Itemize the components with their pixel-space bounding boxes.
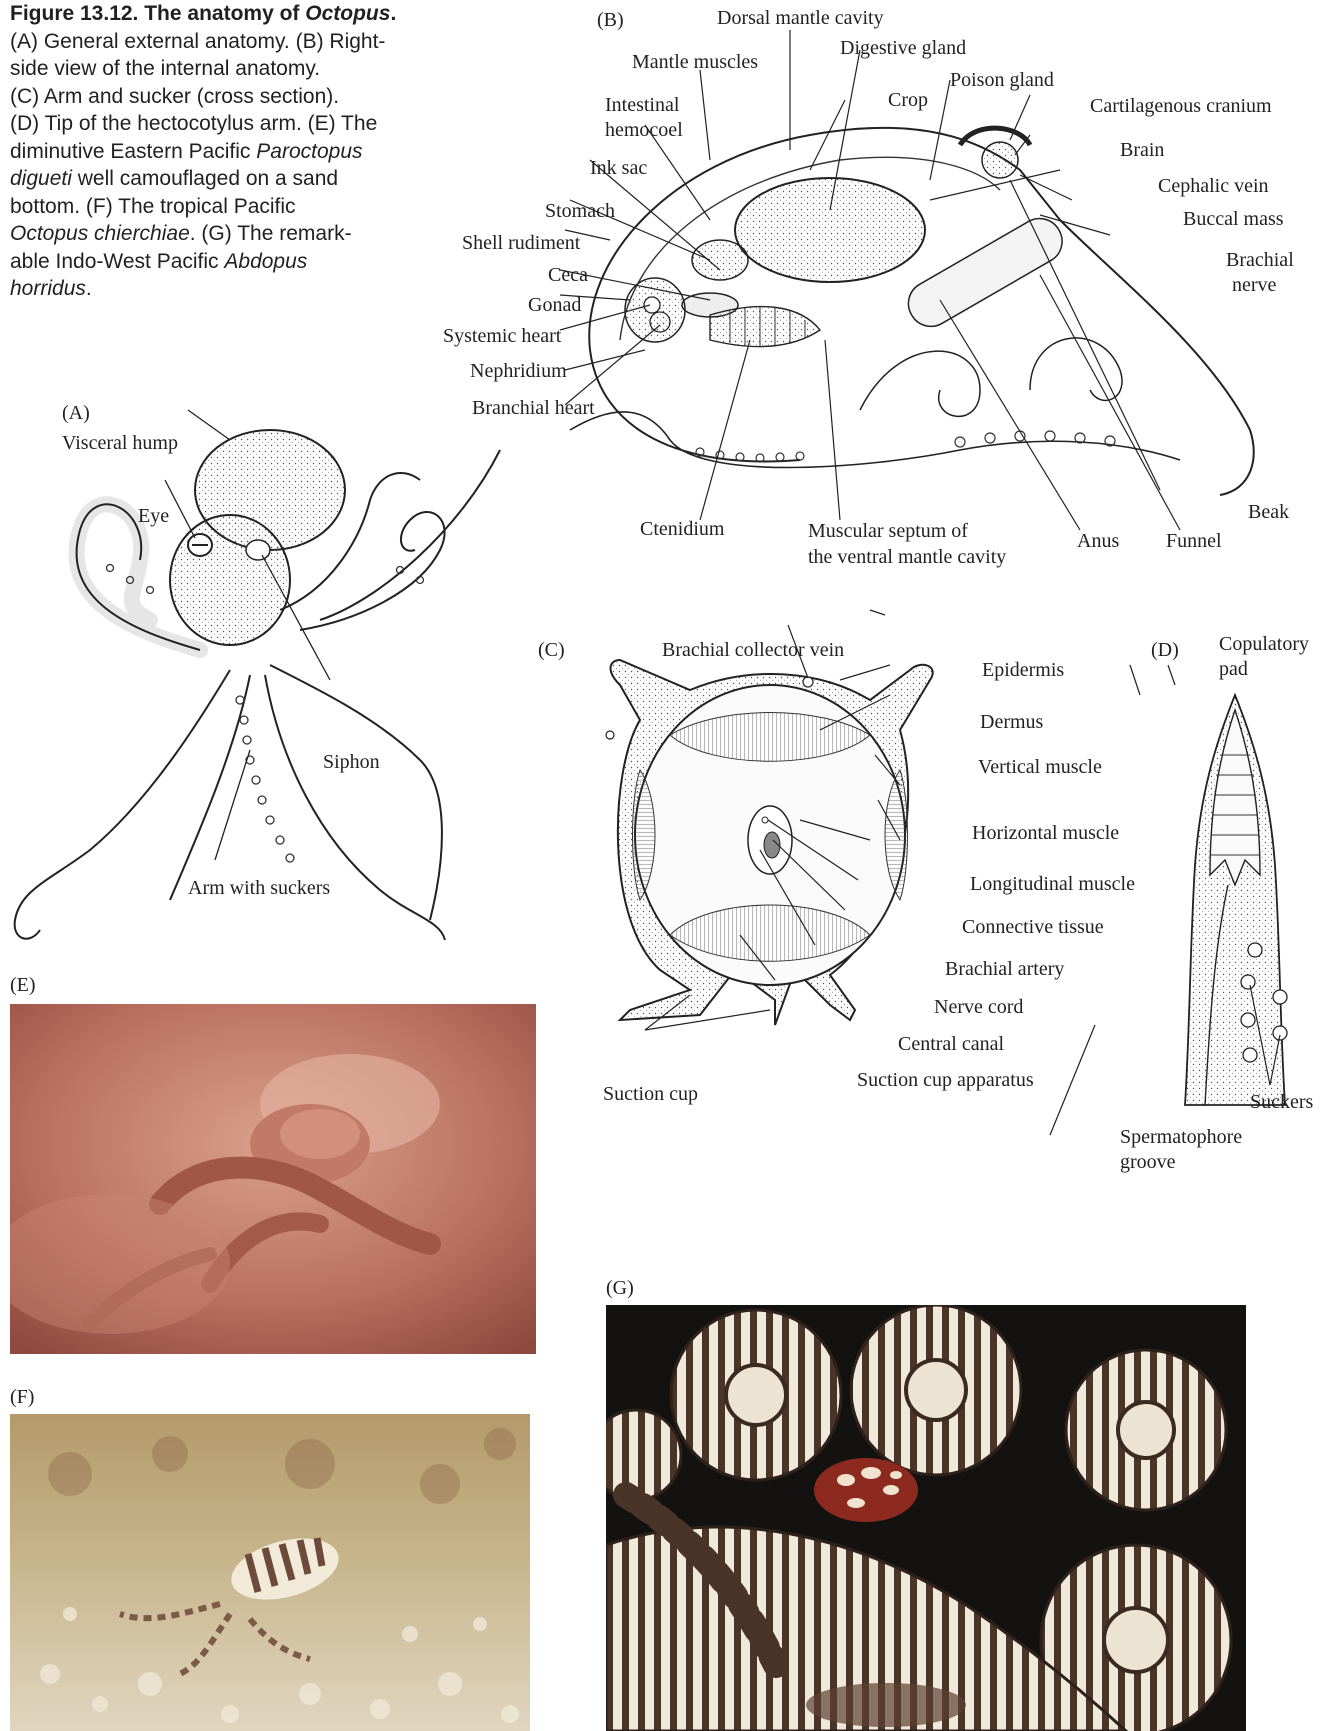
caption-species: digueti <box>10 167 72 190</box>
label-copulatory: Copulatory <box>1219 633 1309 655</box>
label-brachial-artery: Brachial artery <box>945 958 1064 980</box>
label-siphon: Siphon <box>323 751 380 773</box>
label-anus: Anus <box>1077 530 1119 552</box>
label-central-canal: Central canal <box>898 1033 1004 1055</box>
label-dorsal-mantle-cavity: Dorsal mantle cavity <box>717 7 884 29</box>
caption-title: The anatomy of <box>144 2 299 25</box>
caption-text: . <box>86 277 92 300</box>
panel-d-hectocotylus-drawing <box>1180 685 1290 1125</box>
paroctopus-photo-image <box>10 1004 536 1354</box>
label-ink-sac: Ink sac <box>590 157 647 179</box>
caption-line-6: diminutive Eastern Pacific Paroctopus <box>10 138 450 166</box>
caption-line-5: (D) Tip of the hectocotylus arm. (E) The <box>10 110 450 138</box>
label-branchial-heart: Branchial heart <box>472 397 595 419</box>
label-brain: Brain <box>1120 139 1164 161</box>
label-muscular-septum-line1: Muscular septum of <box>808 520 968 542</box>
label-dermus: Dermus <box>980 711 1043 733</box>
label-nerve-cord: Nerve cord <box>934 996 1023 1018</box>
label-brachial: Brachial <box>1226 249 1294 271</box>
caption-line-11: horridus. <box>10 275 450 303</box>
caption-line-7: digueti well camouflaged on a sand <box>10 165 450 193</box>
label-mantle-muscles: Mantle muscles <box>632 51 758 73</box>
label-shell-rudiment: Shell rudiment <box>462 232 580 254</box>
label-hemocoel: hemocoel <box>605 119 683 141</box>
label-ceca: Ceca <box>548 264 588 286</box>
caption-text: diminutive Eastern Pacific <box>10 140 250 163</box>
caption-species: Paroctopus <box>256 140 362 163</box>
panel-c-letter: (C) <box>538 639 565 662</box>
label-vertical-muscle: Vertical muscle <box>978 756 1102 778</box>
label-horizontal-muscle: Horizontal muscle <box>972 822 1119 844</box>
caption-line-8: bottom. (F) The tropical Pacific <box>10 193 450 221</box>
label-intestinal: Intestinal <box>605 94 679 116</box>
caption-line-9: Octopus chierchiae. (G) The remark- <box>10 220 450 248</box>
panel-e-photo <box>10 1004 536 1354</box>
label-nerve: nerve <box>1232 274 1276 296</box>
label-poison-gland: Poison gland <box>950 69 1054 91</box>
label-crop: Crop <box>888 89 928 111</box>
label-cartilagenous-cranium: Cartilagenous cranium <box>1090 95 1272 117</box>
label-ctenidium: Ctenidium <box>640 518 724 540</box>
panel-e-letter: (E) <box>10 974 36 997</box>
caption-line-3: side view of the internal anatomy. <box>10 55 450 83</box>
panel-g-letter: (G) <box>606 1277 634 1300</box>
label-epidermis: Epidermis <box>982 659 1064 681</box>
label-visceral-hump: Visceral hump <box>62 432 178 454</box>
caption-species: Octopus chierchiae <box>10 222 190 245</box>
panel-d-letter: (D) <box>1151 639 1179 662</box>
panel-f-letter: (F) <box>10 1386 34 1409</box>
caption-text: able Indo-West Pacific <box>10 250 219 273</box>
caption-text: . (G) The remark- <box>190 222 352 245</box>
label-suction-cup-apparatus: Suction cup apparatus <box>857 1069 1034 1091</box>
label-longitudinal-muscle: Longitudinal muscle <box>970 873 1135 895</box>
label-connective-tissue: Connective tissue <box>962 916 1104 938</box>
caption-text: well camouflaged on a sand <box>78 167 338 190</box>
label-stomach: Stomach <box>545 200 615 222</box>
label-cephalic-vein: Cephalic vein <box>1158 175 1269 197</box>
caption-title-period: . <box>390 2 396 25</box>
caption-line-1: Figure 13.12. The anatomy of Octopus. <box>10 0 450 28</box>
octopus-chierchiae-photo-image <box>10 1414 530 1731</box>
caption-figure-number: Figure 13.12. <box>10 2 138 25</box>
caption-species: horridus <box>10 277 86 300</box>
panel-g-photo <box>606 1305 1246 1731</box>
label-funnel: Funnel <box>1166 530 1222 552</box>
caption-line-2: (A) General external anatomy. (B) Right- <box>10 28 450 56</box>
figure-caption: Figure 13.12. The anatomy of Octopus. (A… <box>10 0 450 303</box>
label-muscular-septum-line2: the ventral mantle cavity <box>808 546 1006 568</box>
label-suction-cup: Suction cup <box>603 1083 698 1105</box>
label-suckers: Suckers <box>1250 1091 1313 1113</box>
panel-b-internal-anatomy-drawing <box>560 100 1300 520</box>
label-buccal-mass: Buccal mass <box>1183 208 1284 230</box>
label-digestive-gland: Digestive gland <box>840 37 966 59</box>
label-groove: groove <box>1120 1151 1176 1173</box>
caption-line-10: able Indo-West Pacific Abdopus <box>10 248 450 276</box>
label-nephridium: Nephridium <box>470 360 567 382</box>
label-beak: Beak <box>1248 501 1289 523</box>
label-pad: pad <box>1219 658 1248 680</box>
panel-f-photo <box>10 1414 530 1731</box>
label-spermatophore: Spermatophore <box>1120 1126 1242 1148</box>
caption-title-genus: Octopus <box>305 2 390 25</box>
label-gonad: Gonad <box>528 294 581 316</box>
label-systemic-heart: Systemic heart <box>443 325 561 347</box>
panel-b-letter: (B) <box>597 9 624 32</box>
label-eye: Eye <box>138 505 169 527</box>
caption-species: Abdopus <box>224 250 307 273</box>
label-arm-with-suckers: Arm with suckers <box>188 877 330 899</box>
abdopus-horridus-photo-image <box>606 1305 1246 1731</box>
label-brachial-collector-vein: Brachial collector vein <box>662 639 844 661</box>
caption-line-4: (C) Arm and sucker (cross section). <box>10 83 450 111</box>
